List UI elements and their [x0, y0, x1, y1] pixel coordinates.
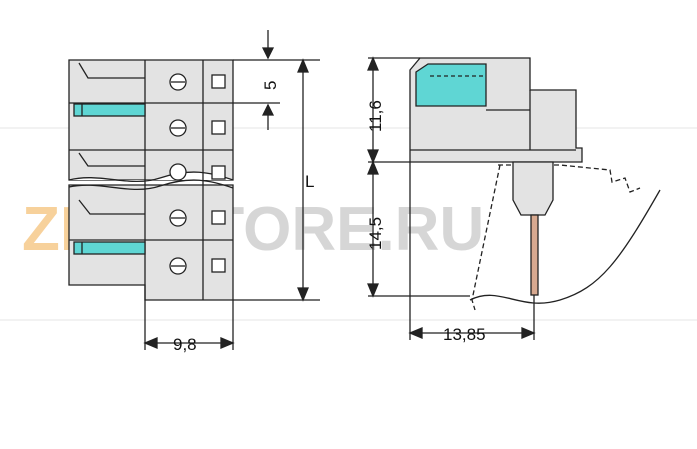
- solder-pin: [530, 214, 539, 296]
- break-line-lower: [68, 179, 234, 190]
- pin-housing: [512, 161, 554, 216]
- test-opening-5: [211, 258, 226, 273]
- board-break: [469, 189, 661, 304]
- dimension-depth: 13,85: [443, 325, 486, 344]
- dimension-width-front: 9,8: [173, 335, 197, 354]
- release-tab-2: [73, 241, 146, 255]
- test-opening-1: [211, 74, 226, 89]
- release-tab-1: [73, 103, 146, 117]
- test-opening-3: [211, 165, 226, 180]
- front-view: [68, 30, 320, 350]
- dimension-height-pin: 14,5: [366, 217, 385, 250]
- dimension-length: L: [305, 172, 314, 191]
- test-opening-2: [211, 120, 226, 135]
- clamp-circle-3: [169, 163, 187, 181]
- side-latch: [415, 63, 487, 107]
- side-view: [367, 56, 661, 340]
- dimension-pitch: 5: [261, 81, 280, 90]
- dimension-height-top: 11,6: [366, 100, 385, 132]
- test-opening-4: [211, 210, 226, 225]
- pcb-outline-dashed: [498, 164, 641, 193]
